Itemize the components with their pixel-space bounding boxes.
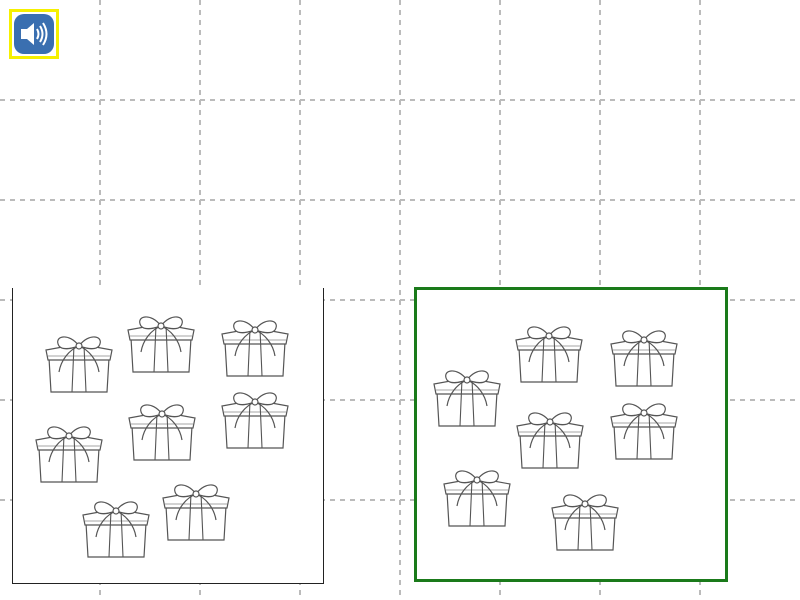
gift-box-icon <box>158 474 234 544</box>
gift-box-icon <box>78 491 154 561</box>
gift-box-icon <box>429 360 505 430</box>
gift-box-icon <box>511 316 587 386</box>
gift-box-icon <box>606 393 682 463</box>
gift-box-icon <box>512 402 588 472</box>
answer-option-left[interactable] <box>12 288 324 584</box>
speaker-button-face <box>14 14 54 54</box>
gift-box-icon <box>217 382 293 452</box>
gift-box-icon <box>123 306 199 376</box>
gift-box-icon <box>606 320 682 390</box>
gift-box-icon <box>31 416 107 486</box>
gift-box-icon <box>439 460 515 530</box>
speaker-icon <box>21 22 48 46</box>
gift-box-icon <box>124 394 200 464</box>
answer-option-right[interactable] <box>414 287 728 582</box>
gift-box-icon <box>217 310 293 380</box>
gift-box-icon <box>41 326 117 396</box>
audio-play-button[interactable] <box>9 9 59 59</box>
gift-box-icon <box>547 484 623 554</box>
